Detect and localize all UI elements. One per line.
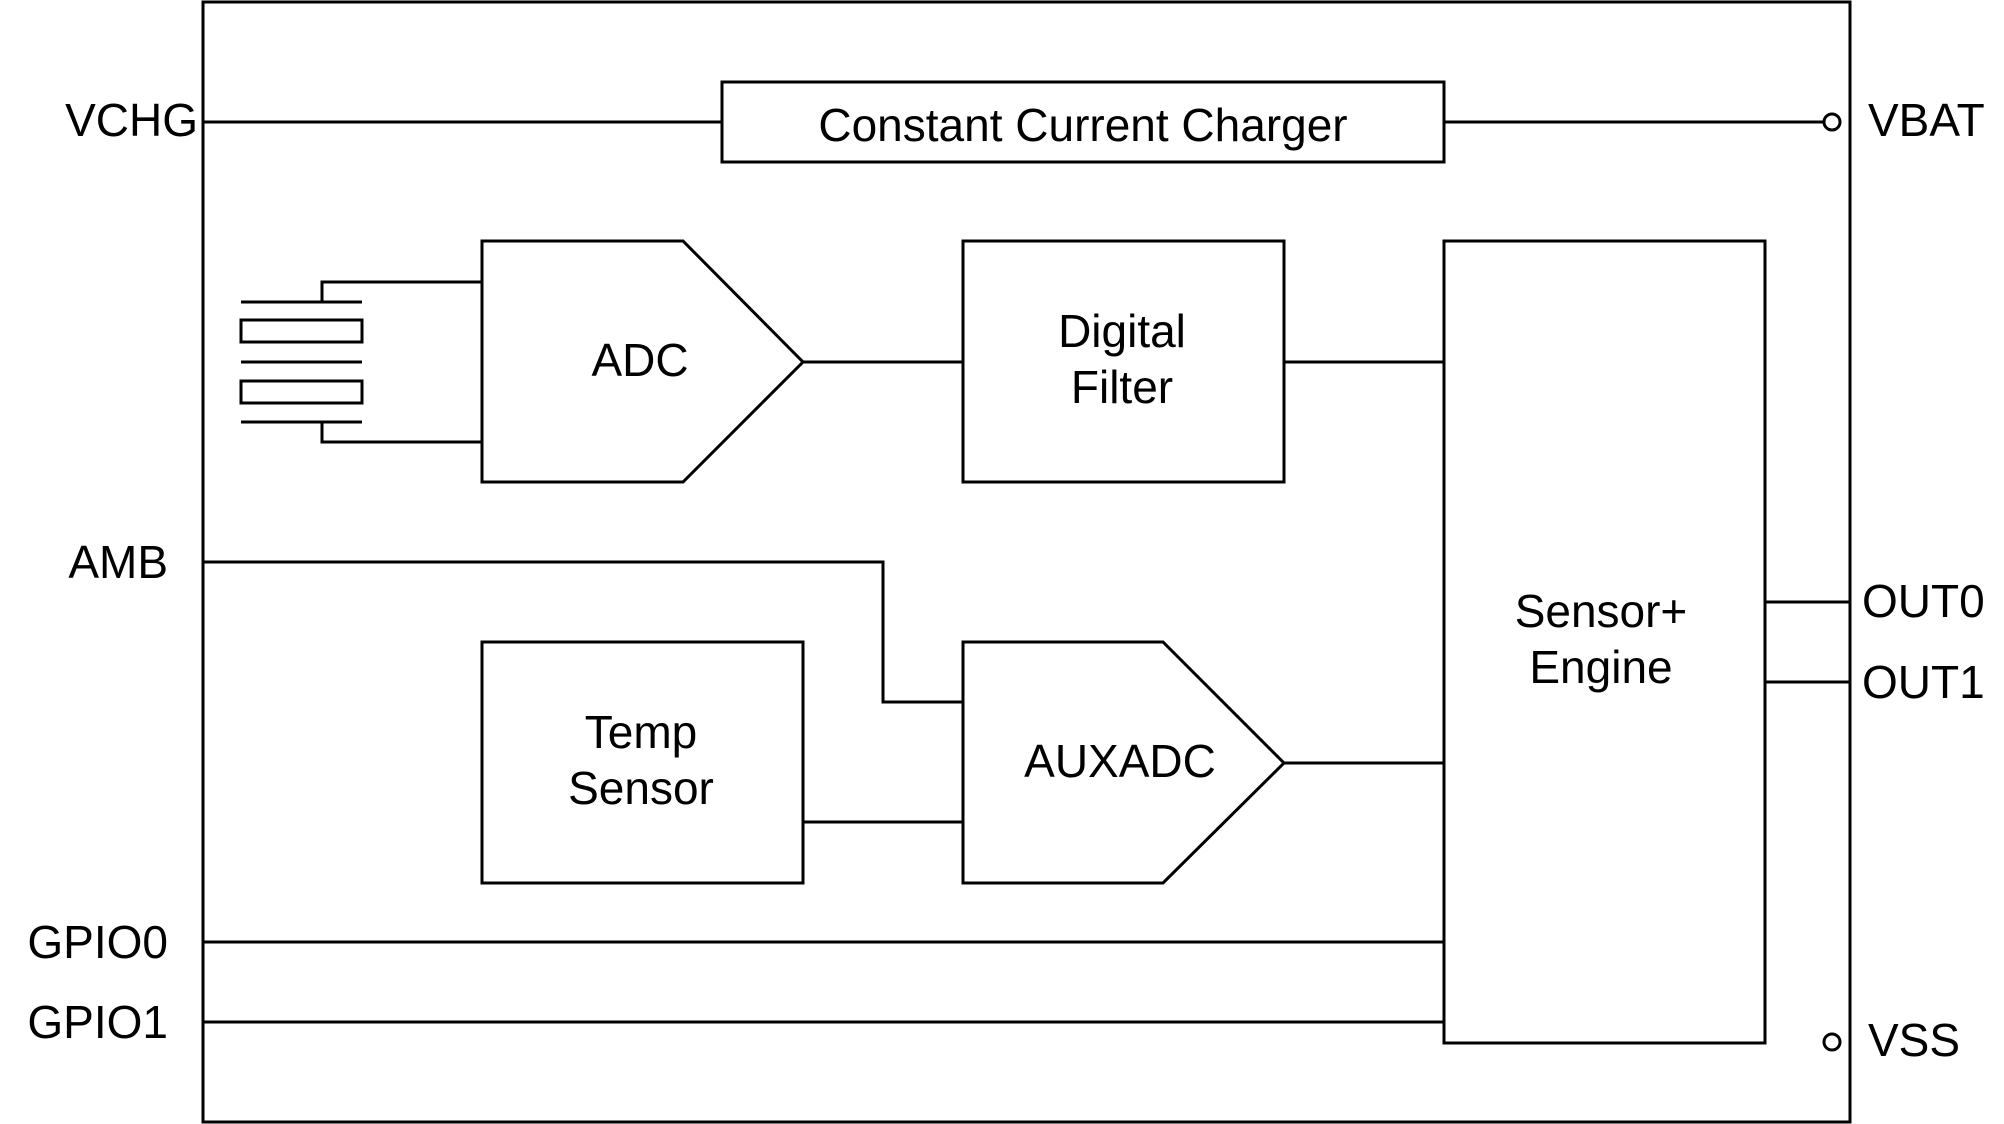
adc-label: ADC	[591, 334, 688, 386]
pin-label-vbat: VBAT	[1868, 94, 1985, 146]
charger-block	[720, 80, 1446, 164]
temp-sensor-label-line1: Temp	[585, 706, 697, 758]
pin-label-out1: OUT1	[1862, 656, 1985, 708]
temp-sensor-label-line2: Sensor	[568, 762, 714, 814]
vss-pin-terminal	[1822, 1032, 1842, 1052]
pin-label-vss: VSS	[1868, 1014, 1960, 1066]
digital-filter-label-line1: Digital	[1058, 305, 1186, 357]
pin-label-gpio0: GPIO0	[27, 916, 168, 968]
digital-filter-label-line2: Filter	[1071, 361, 1173, 413]
pin-label-vchg: VCHG	[65, 94, 198, 146]
adc-block	[480, 239, 806, 484]
pin-label-amb: AMB	[68, 536, 168, 588]
sensor-engine-label-line2: Engine	[1529, 641, 1672, 693]
wire-amb-auxadc	[203, 560, 963, 704]
auxadc-block	[961, 640, 1287, 885]
mems-sensor-icon	[239, 280, 482, 444]
sensor-engine-label-line1: Sensor+	[1515, 585, 1688, 637]
auxadc-label: AUXADC	[1024, 735, 1216, 787]
vbat-pin-terminal	[1822, 112, 1842, 132]
pin-label-gpio1: GPIO1	[27, 996, 168, 1048]
charger-label: Constant Current Charger	[818, 99, 1347, 151]
sensor-engine-block	[1442, 239, 1767, 1045]
temp-sensor-block	[480, 640, 805, 885]
pin-label-out0: OUT0	[1862, 575, 1985, 627]
